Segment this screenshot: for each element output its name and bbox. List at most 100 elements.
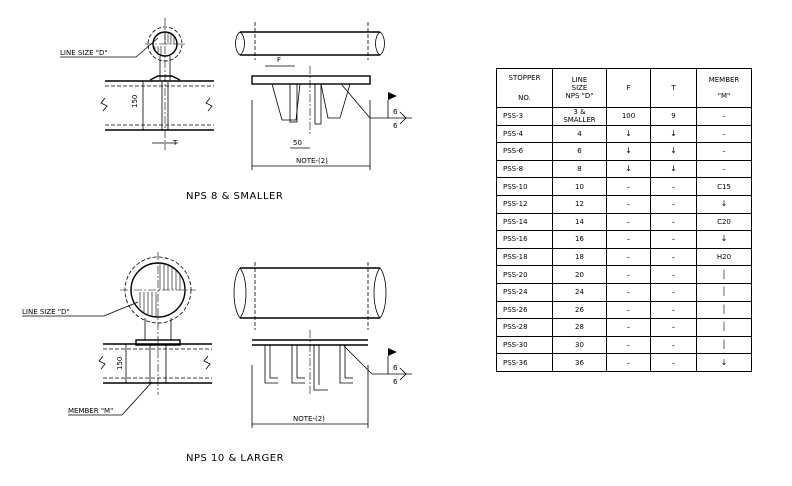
cell-stopper-no: PSS-4 <box>496 124 553 144</box>
cell-stopper-no: PSS-6 <box>496 142 553 161</box>
table-row: PSS-12 12 – – ↓ <box>496 194 752 214</box>
title-nps-8-smaller: NPS 8 & SMALLER <box>186 191 283 202</box>
title-nps-10-larger: NPS 10 & LARGER <box>186 453 284 464</box>
line-size-label: LINE SIZE "D" <box>60 49 108 57</box>
cell-stopper-no: PSS-26 <box>496 300 553 320</box>
cell-line-size: 20 <box>552 265 607 284</box>
table-header-row: STOPPER NO. LINE SIZE NPS "D" F T MEMBER… <box>496 68 752 108</box>
cell-f: – <box>606 212 651 232</box>
weld-size-bottom: 6 <box>393 122 398 130</box>
down-arrow-icon: ↓ <box>670 128 677 138</box>
table-row: PSS-16 16 – – ↓ <box>496 230 752 249</box>
cell-member: │ <box>696 335 752 355</box>
cell-f: ↓ <box>606 142 651 161</box>
table-row: PSS-10 10 – – C15 <box>496 177 752 196</box>
cell-f: – <box>606 300 651 320</box>
cell-stopper-no: PSS-10 <box>496 177 553 196</box>
cell-member: │ <box>696 265 752 284</box>
cell-stopper-no: PSS-16 <box>496 230 553 249</box>
cell-t: – <box>650 265 697 284</box>
dim-150-label: 150 <box>116 357 124 370</box>
dim-t-label: T <box>172 139 178 147</box>
header-member: MEMBER "M" <box>696 68 752 108</box>
weld-size-top: 6 <box>393 108 398 116</box>
table-row: PSS-8 8 ↓ ↓ – <box>496 159 752 179</box>
cell-line-size: 12 <box>552 194 607 214</box>
cell-member: C15 <box>696 177 752 196</box>
table-row: PSS-30 30 – – │ <box>496 335 752 355</box>
down-arrow-icon: ↓ <box>720 357 728 367</box>
down-arrow-icon: │ <box>721 269 727 279</box>
down-arrow-icon: │ <box>721 287 727 297</box>
cell-member: – <box>696 107 752 126</box>
table-row: PSS-36 36 – – ↓ <box>496 353 752 372</box>
cell-f: – <box>606 230 651 249</box>
table-row: PSS-3 3 & SMALLER 100 9 – <box>496 107 752 126</box>
cell-t: ↓ <box>650 159 697 179</box>
cell-t: ↓ <box>650 124 697 144</box>
cell-member: – <box>696 159 752 179</box>
cell-member: │ <box>696 318 752 337</box>
cell-f: – <box>606 177 651 196</box>
line-size-label: LINE SIZE "D" <box>22 308 70 316</box>
header-member-line2: "M" <box>717 92 731 100</box>
down-arrow-icon: ↓ <box>670 164 677 174</box>
cell-member: C20 <box>696 212 752 232</box>
cell-stopper-no: PSS-12 <box>496 194 553 214</box>
down-arrow-icon: ↓ <box>625 164 632 174</box>
cell-line-size: 30 <box>552 335 607 355</box>
table-row: PSS-4 4 ↓ ↓ – <box>496 124 752 144</box>
cell-t: – <box>650 230 697 249</box>
cell-line-size: 28 <box>552 318 607 337</box>
bottom-section-view: 150 LINE SIZE "D" MEMBER "M" <box>22 252 212 416</box>
weld-size-bottom: 6 <box>393 378 398 386</box>
top-section-view: 150 T LINE SIZE "D" <box>60 18 214 150</box>
cell-line-size: 4 <box>552 124 607 144</box>
cell-line-size: 24 <box>552 282 607 302</box>
table-row: PSS-24 24 – – │ <box>496 282 752 302</box>
header-stopper-line1: STOPPER <box>508 74 541 82</box>
member-label: MEMBER "M" <box>68 407 113 415</box>
cell-f: – <box>606 335 651 355</box>
header-line-size-3: NPS "D" <box>565 92 594 100</box>
cell-line-size: 26 <box>552 300 607 320</box>
cell-f: – <box>606 353 651 372</box>
header-f: F <box>606 68 651 108</box>
cell-stopper-no: PSS-30 <box>496 335 553 355</box>
cell-f: – <box>606 265 651 284</box>
cell-line-size: 16 <box>552 230 607 249</box>
cell-stopper-no: PSS-28 <box>496 318 553 337</box>
down-arrow-icon: ↓ <box>625 128 632 138</box>
cell-t: – <box>650 353 697 372</box>
dim-f-label: F <box>277 56 281 64</box>
cell-f: – <box>606 194 651 214</box>
cell-t: – <box>650 212 697 232</box>
down-arrow-icon: ↓ <box>720 234 728 244</box>
cell-member: │ <box>696 300 752 320</box>
cell-member: ↓ <box>696 194 752 214</box>
header-t: T <box>650 68 697 108</box>
cell-member: │ <box>696 282 752 302</box>
cell-t: – <box>650 247 697 267</box>
dim-50-label: 50 <box>293 139 302 147</box>
bottom-elevation-view: NOTE-(2) 6 6 <box>233 262 412 428</box>
cell-t: – <box>650 318 697 337</box>
cell-stopper-no: PSS-24 <box>496 282 553 302</box>
table-row: PSS-18 18 – – H20 <box>496 247 752 267</box>
header-line-size: LINE SIZE NPS "D" <box>552 68 607 108</box>
cell-stopper-no: PSS-36 <box>496 353 553 372</box>
cell-line-size: 6 <box>552 142 607 161</box>
cell-t: – <box>650 300 697 320</box>
down-arrow-icon: │ <box>721 322 727 332</box>
cell-line-size-2: SMALLER <box>563 116 596 125</box>
down-arrow-icon: │ <box>721 304 727 314</box>
cell-line-size-1: 3 & <box>573 108 586 117</box>
down-arrow-icon: │ <box>721 340 727 350</box>
down-arrow-icon: ↓ <box>720 199 728 209</box>
cell-stopper-no: PSS-18 <box>496 247 553 267</box>
weld-size-top: 6 <box>393 364 398 372</box>
note-label: NOTE-(2) <box>293 415 325 423</box>
down-arrow-icon: ↓ <box>670 146 677 156</box>
note-label: NOTE-(2) <box>296 157 328 165</box>
